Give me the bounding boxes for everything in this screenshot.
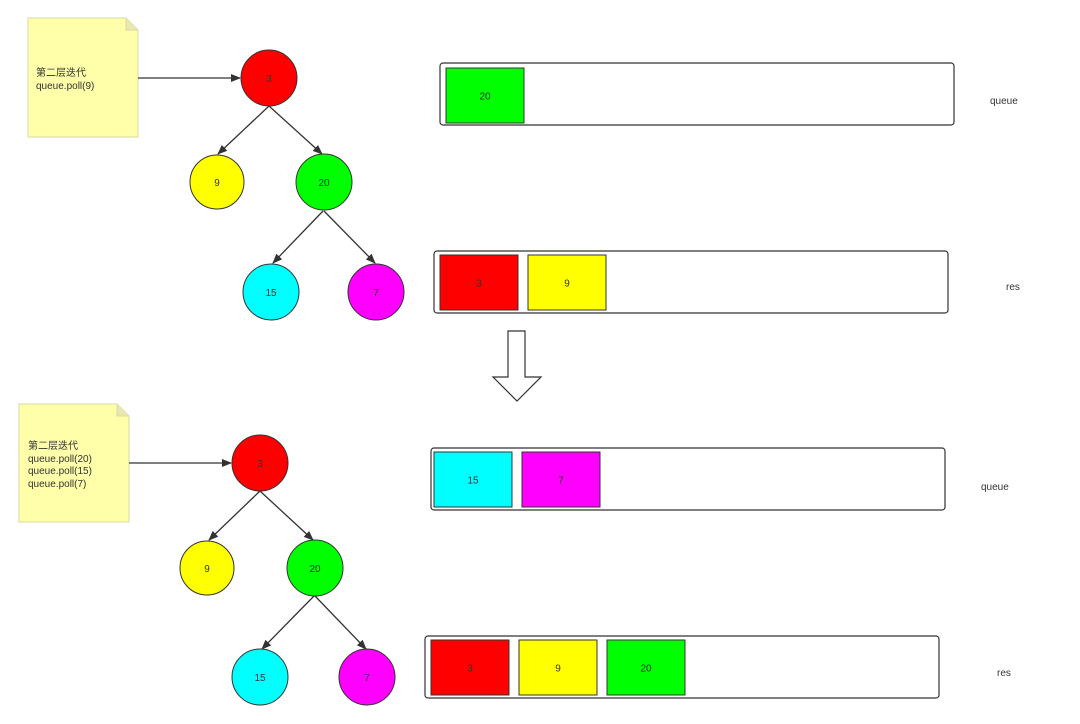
bottom-note-line-2: queue.poll(20) xyxy=(28,454,92,465)
top-queue-cells: 20 xyxy=(445,67,525,124)
bottom-note-line-3: queue.poll(15) xyxy=(28,466,92,477)
top-res-cell-box xyxy=(527,254,607,311)
bottom-queue-cells: 15 7 xyxy=(433,451,601,508)
bottom-res-cell-box xyxy=(430,639,510,696)
top-panel: 第二层迭代 queue.poll(9) 3 9 20 15 xyxy=(27,17,1020,321)
bottom-node-root-label: 3 xyxy=(257,459,263,470)
top-queue-label: queue xyxy=(990,96,1018,107)
top-queue-cell-box xyxy=(445,67,525,124)
top-res-cell-label: 3 xyxy=(476,279,482,290)
top-res-cell-box xyxy=(439,254,519,311)
top-note-line-2: queue.poll(9) xyxy=(36,81,94,92)
top-tree-node-right-left: 15 xyxy=(242,263,300,321)
top-res-label: res xyxy=(1006,282,1020,293)
bottom-tree-node-right-left: 15 xyxy=(231,648,289,706)
top-tree-edges xyxy=(217,105,376,264)
bottom-res-cell-9: 9 xyxy=(518,639,598,696)
bottom-res-label: res xyxy=(997,668,1011,679)
top-tree-node-root: 3 xyxy=(240,49,298,107)
bottom-queue-cell-label: 15 xyxy=(467,476,479,487)
bottom-queue-cell-label: 7 xyxy=(558,476,564,487)
top-note-line-1: 第二层迭代 xyxy=(36,66,86,79)
top-queue-cell-20: 20 xyxy=(445,67,525,124)
bottom-tree-node-root: 3 xyxy=(231,434,289,492)
top-node-right-right-label: 7 xyxy=(373,288,379,299)
bottom-note-line-1: 第二层迭代 xyxy=(28,439,78,452)
top-res-cell-3: 3 xyxy=(439,254,519,311)
top-res-cell-9: 9 xyxy=(527,254,607,311)
top-node-left-label: 9 xyxy=(214,178,220,189)
top-res-cell-label: 9 xyxy=(564,279,570,290)
bottom-node-right-left-label: 15 xyxy=(254,673,266,684)
transition-down-arrow-icon xyxy=(491,330,543,402)
bottom-tree-node-left: 9 xyxy=(179,540,235,596)
top-tree-node-left: 9 xyxy=(189,154,245,210)
bottom-res-cell-20: 20 xyxy=(606,639,686,696)
top-node-root-label: 3 xyxy=(266,74,272,85)
bottom-queue-cell-15: 15 xyxy=(433,451,513,508)
bottom-node-left-label: 9 xyxy=(204,564,210,575)
bottom-res-cells: 3 9 20 xyxy=(430,639,686,696)
bottom-res-cell-box xyxy=(518,639,598,696)
top-tree-node-right: 20 xyxy=(295,153,353,211)
bottom-queue-cell-box xyxy=(433,451,513,508)
bottom-res-container: 3 9 20 xyxy=(424,635,940,699)
top-note: 第二层迭代 queue.poll(9) xyxy=(27,17,139,138)
bottom-queue-cell-7: 7 xyxy=(521,451,601,508)
top-queue-container: 20 xyxy=(439,62,955,126)
bottom-node-right-label: 20 xyxy=(309,564,321,575)
bottom-note-line-4: queue.poll(7) xyxy=(28,479,86,490)
top-queue-cell-label: 20 xyxy=(479,92,491,103)
bottom-node-right-right-label: 7 xyxy=(364,673,370,684)
bottom-tree-node-right: 20 xyxy=(286,539,344,597)
top-tree-node-right-right: 7 xyxy=(347,263,405,321)
top-node-right-left-label: 15 xyxy=(265,288,277,299)
bottom-res-cell-label: 20 xyxy=(640,664,652,675)
bottom-res-cell-3: 3 xyxy=(430,639,510,696)
top-node-right-label: 20 xyxy=(318,178,330,189)
bottom-queue-label: queue xyxy=(981,482,1009,493)
bottom-note: 第二层迭代 queue.poll(20) queue.poll(15) queu… xyxy=(18,403,130,523)
bottom-tree-node-right-right: 7 xyxy=(338,648,396,706)
bottom-queue-container: 15 7 xyxy=(430,447,946,511)
bottom-res-cell-label: 9 xyxy=(555,664,561,675)
bottom-panel: 第二层迭代 queue.poll(20) queue.poll(15) queu… xyxy=(18,403,1011,706)
bottom-res-cell-label: 3 xyxy=(467,664,473,675)
bottom-tree-edges xyxy=(208,490,367,650)
bottom-res-cell-box xyxy=(606,639,686,696)
bottom-queue-cell-box xyxy=(521,451,601,508)
